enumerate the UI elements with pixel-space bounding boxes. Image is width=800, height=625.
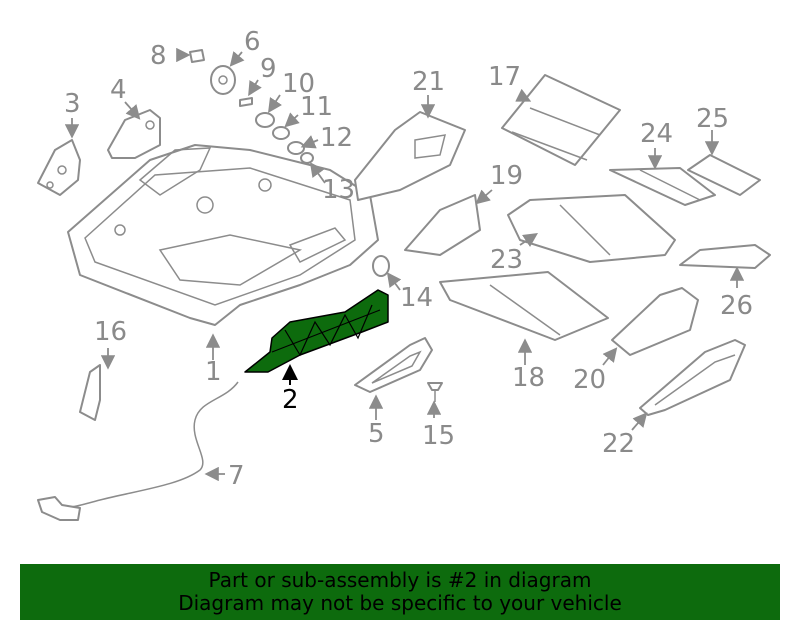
- callout-9: 9: [260, 54, 277, 84]
- callout-18: 18: [512, 363, 545, 393]
- callout-24: 24: [640, 119, 673, 149]
- trim-22-part: [639, 339, 746, 416]
- parts-diagram: 1 2 3 4 5 6 7 8 9 10 11 12 13 14 15 16 1…: [37, 27, 771, 521]
- callout-13: 13: [322, 175, 355, 205]
- callout-6: 6: [244, 27, 261, 57]
- callout-26: 26: [720, 291, 753, 321]
- panel-19-part: [404, 194, 481, 256]
- callout-16: 16: [94, 317, 127, 347]
- callout-17: 17: [488, 62, 521, 92]
- side-cover-20-part: [611, 287, 699, 356]
- callout-3: 3: [64, 89, 81, 119]
- callout-4: 4: [110, 75, 127, 105]
- pad-18-part: [439, 271, 609, 341]
- banner-line-1: Part or sub-assembly is #2 in diagram: [208, 568, 592, 592]
- callout-1: 1: [205, 357, 222, 387]
- grommet-14-part: [372, 255, 390, 277]
- callout-20: 20: [573, 365, 606, 395]
- pad-26-part: [679, 244, 771, 269]
- cover-25-part: [687, 154, 761, 196]
- part-info-banner: Part or sub-assembly is #2 in diagram Di…: [20, 564, 780, 620]
- side-bracket-part-highlighted: [244, 289, 389, 373]
- callout-15: 15: [422, 421, 455, 451]
- bracket-3-part: [37, 139, 81, 196]
- hardware-parts: [189, 49, 314, 164]
- callout-25: 25: [696, 104, 729, 134]
- callout-14: 14: [400, 283, 433, 313]
- banner-line-2: Diagram may not be specific to your vehi…: [178, 591, 622, 615]
- callout-5: 5: [368, 419, 385, 449]
- seat-frame-part: [67, 144, 379, 326]
- hinge-4-part: [107, 109, 161, 159]
- callout-21: 21: [412, 67, 445, 97]
- leader-lines: [64, 47, 745, 482]
- bracket-16-part: [79, 364, 101, 421]
- shield-21-part: [354, 111, 466, 201]
- callout-19: 19: [490, 161, 523, 191]
- cushion-23-part: [507, 194, 676, 263]
- callout-12: 12: [320, 123, 353, 153]
- callout-23: 23: [490, 245, 523, 275]
- handle-5-part: [354, 337, 433, 393]
- screw-15-part: [427, 382, 443, 402]
- callout-11: 11: [300, 92, 333, 122]
- callout-7: 7: [228, 461, 245, 491]
- callout-10: 10: [282, 69, 315, 99]
- callout-labels: 1 2 3 4 5 6 7 8 9 10 11 12 13 14 15 16 1…: [64, 27, 753, 491]
- callout-22: 22: [602, 429, 635, 459]
- callout-8: 8: [150, 41, 167, 71]
- callout-2: 2: [282, 385, 299, 415]
- harness-7-part: [37, 381, 239, 521]
